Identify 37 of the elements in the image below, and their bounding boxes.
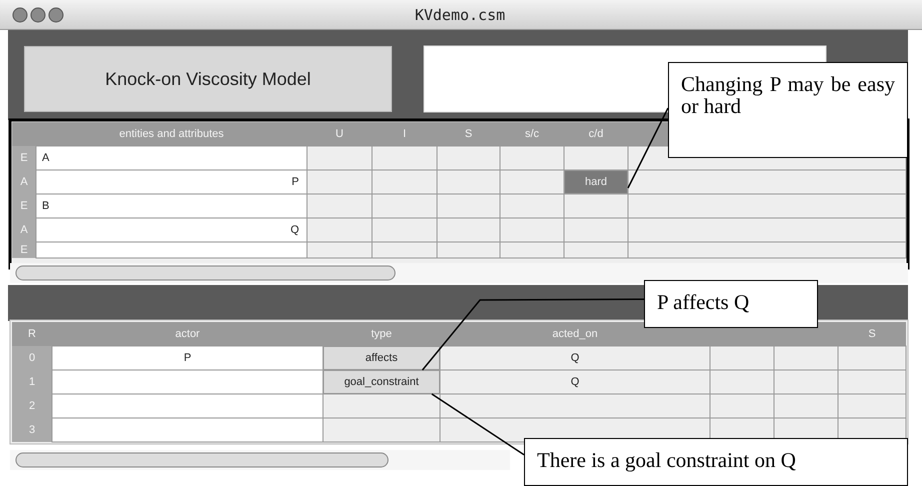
row-type-label: E bbox=[19, 151, 29, 166]
column-header: I bbox=[402, 127, 408, 142]
window-title: KVdemo.csm bbox=[414, 5, 506, 26]
column-header: actor bbox=[174, 327, 201, 342]
row-type-label: A bbox=[19, 223, 29, 238]
row-number: 0 bbox=[28, 351, 36, 366]
table-cell: affects bbox=[323, 346, 440, 370]
cell-text: P bbox=[182, 351, 192, 366]
column-header: U bbox=[334, 127, 344, 142]
leader-line bbox=[422, 298, 644, 370]
callout-box: Changing P may be easy or hard bbox=[668, 62, 908, 158]
column-header: R bbox=[27, 327, 37, 342]
table-cell: hard bbox=[564, 170, 628, 194]
cell-text: Q bbox=[570, 351, 580, 366]
column-header: entities and attributes bbox=[118, 127, 225, 142]
row-number: 3 bbox=[28, 423, 36, 438]
column-header: S bbox=[867, 327, 877, 342]
row-type-label: E bbox=[19, 243, 29, 258]
row-type-label: E bbox=[19, 199, 29, 214]
column-header: acted_on bbox=[551, 327, 599, 342]
column-header: c/d bbox=[588, 127, 604, 142]
table-cell: goal_constraint bbox=[323, 370, 440, 394]
row-number: 1 bbox=[28, 375, 36, 390]
cell-text: A bbox=[41, 151, 50, 166]
row-type-label: A bbox=[19, 175, 29, 190]
column-header: s/c bbox=[524, 127, 540, 142]
cell-text: Q bbox=[289, 223, 300, 238]
column-header: S bbox=[464, 127, 474, 142]
cell-text: P bbox=[290, 175, 300, 190]
leader-line bbox=[627, 108, 669, 188]
model-title: Knock-on Viscosity Model bbox=[24, 46, 392, 112]
cell-text: B bbox=[41, 199, 50, 214]
callout-box: There is a goal constraint on Q bbox=[524, 438, 908, 486]
row-number: 2 bbox=[28, 399, 36, 414]
cell-text: Q bbox=[570, 375, 580, 390]
column-header: type bbox=[370, 327, 393, 342]
callout-box: P affects Q bbox=[644, 280, 818, 328]
